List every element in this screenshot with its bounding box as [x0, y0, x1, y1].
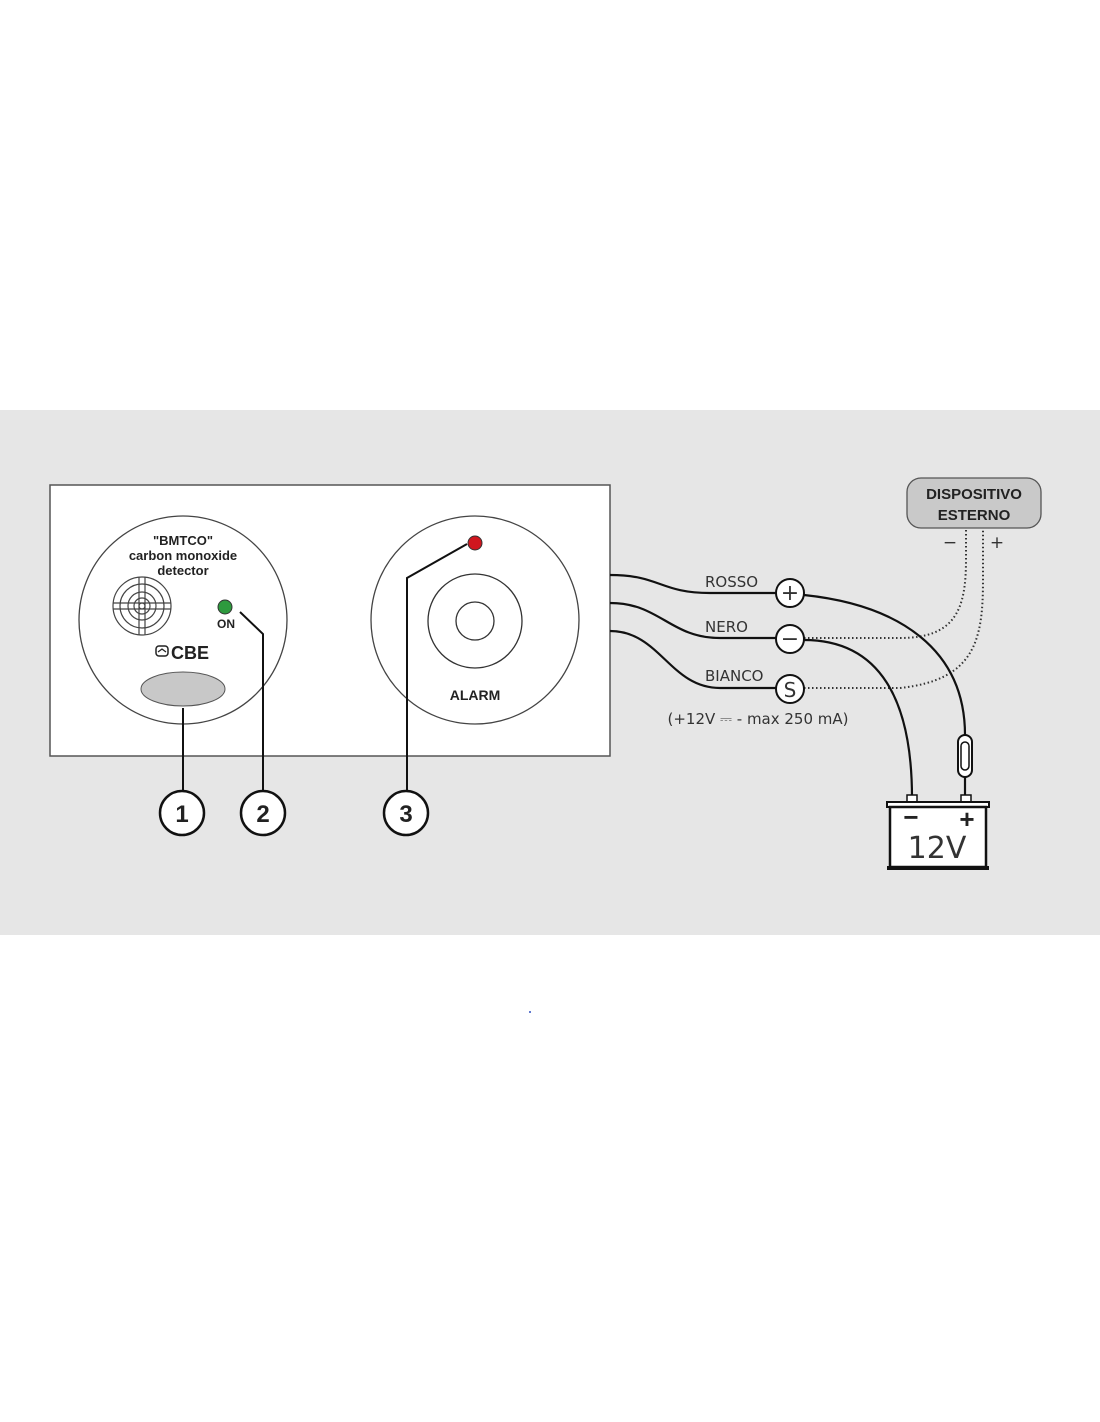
battery-minus-label: −	[903, 802, 918, 832]
test-button[interactable]	[140, 671, 226, 707]
external-device: DISPOSITIVO ESTERNO − +	[906, 477, 1042, 553]
svg-text:2: 2	[256, 801, 269, 828]
white-wire	[609, 629, 776, 690]
wire-label-rosso: ROSSO	[705, 573, 758, 591]
alarm-label: ALARM	[450, 687, 501, 703]
detector-subtitle: carbon monoxide	[129, 548, 237, 563]
output-note: (+12V ⎓ - max 250 mA)	[667, 710, 848, 728]
svg-text:−: −	[781, 627, 799, 652]
battery-voltage: 12V	[908, 831, 967, 866]
black-wire	[609, 601, 776, 640]
co-detector: "BMTCO" carbon monoxide detector ON CBE	[78, 515, 288, 725]
svg-text:ESTERNO: ESTERNO	[938, 507, 1011, 524]
battery-icon: − + 12V	[886, 794, 990, 870]
sensor-icon	[112, 576, 172, 636]
svg-text:+: +	[781, 581, 799, 606]
wire-label-nero: NERO	[705, 618, 748, 636]
red-wire	[609, 573, 776, 595]
stray-dot	[529, 1011, 531, 1013]
svg-text:3: 3	[399, 801, 412, 828]
svg-text:1: 1	[175, 801, 188, 828]
terminal-negative: −	[775, 624, 805, 654]
brand-logo: CBE	[171, 643, 209, 663]
callout-2: 2	[239, 789, 287, 837]
positive-battery-wire	[803, 593, 967, 736]
buzzer-icon	[427, 573, 523, 669]
svg-text:S: S	[784, 678, 797, 702]
svg-text:DISPOSITIVO: DISPOSITIVO	[926, 486, 1022, 503]
battery-plus-label: +	[959, 804, 974, 834]
terminal-signal: S	[775, 674, 805, 704]
led-label: ON	[217, 617, 235, 631]
external-minus-wire	[804, 530, 967, 639]
callout-3: 3	[382, 789, 430, 837]
external-signal-wire	[804, 530, 984, 689]
cbe-logo-icon	[155, 645, 169, 657]
detector-title: "BMTCO"	[153, 533, 213, 548]
alarm-unit: ALARM	[370, 515, 580, 725]
wire-label-bianco: BIANCO	[705, 667, 763, 685]
callout-1: 1	[158, 789, 206, 837]
detector-subtitle-2: detector	[157, 563, 208, 578]
alarm-led-icon	[467, 535, 483, 551]
terminal-positive: +	[775, 578, 805, 608]
negative-battery-wire	[803, 638, 914, 799]
external-plus-label: +	[990, 533, 1004, 553]
power-led-icon	[217, 599, 233, 615]
external-minus-label: −	[943, 533, 957, 553]
